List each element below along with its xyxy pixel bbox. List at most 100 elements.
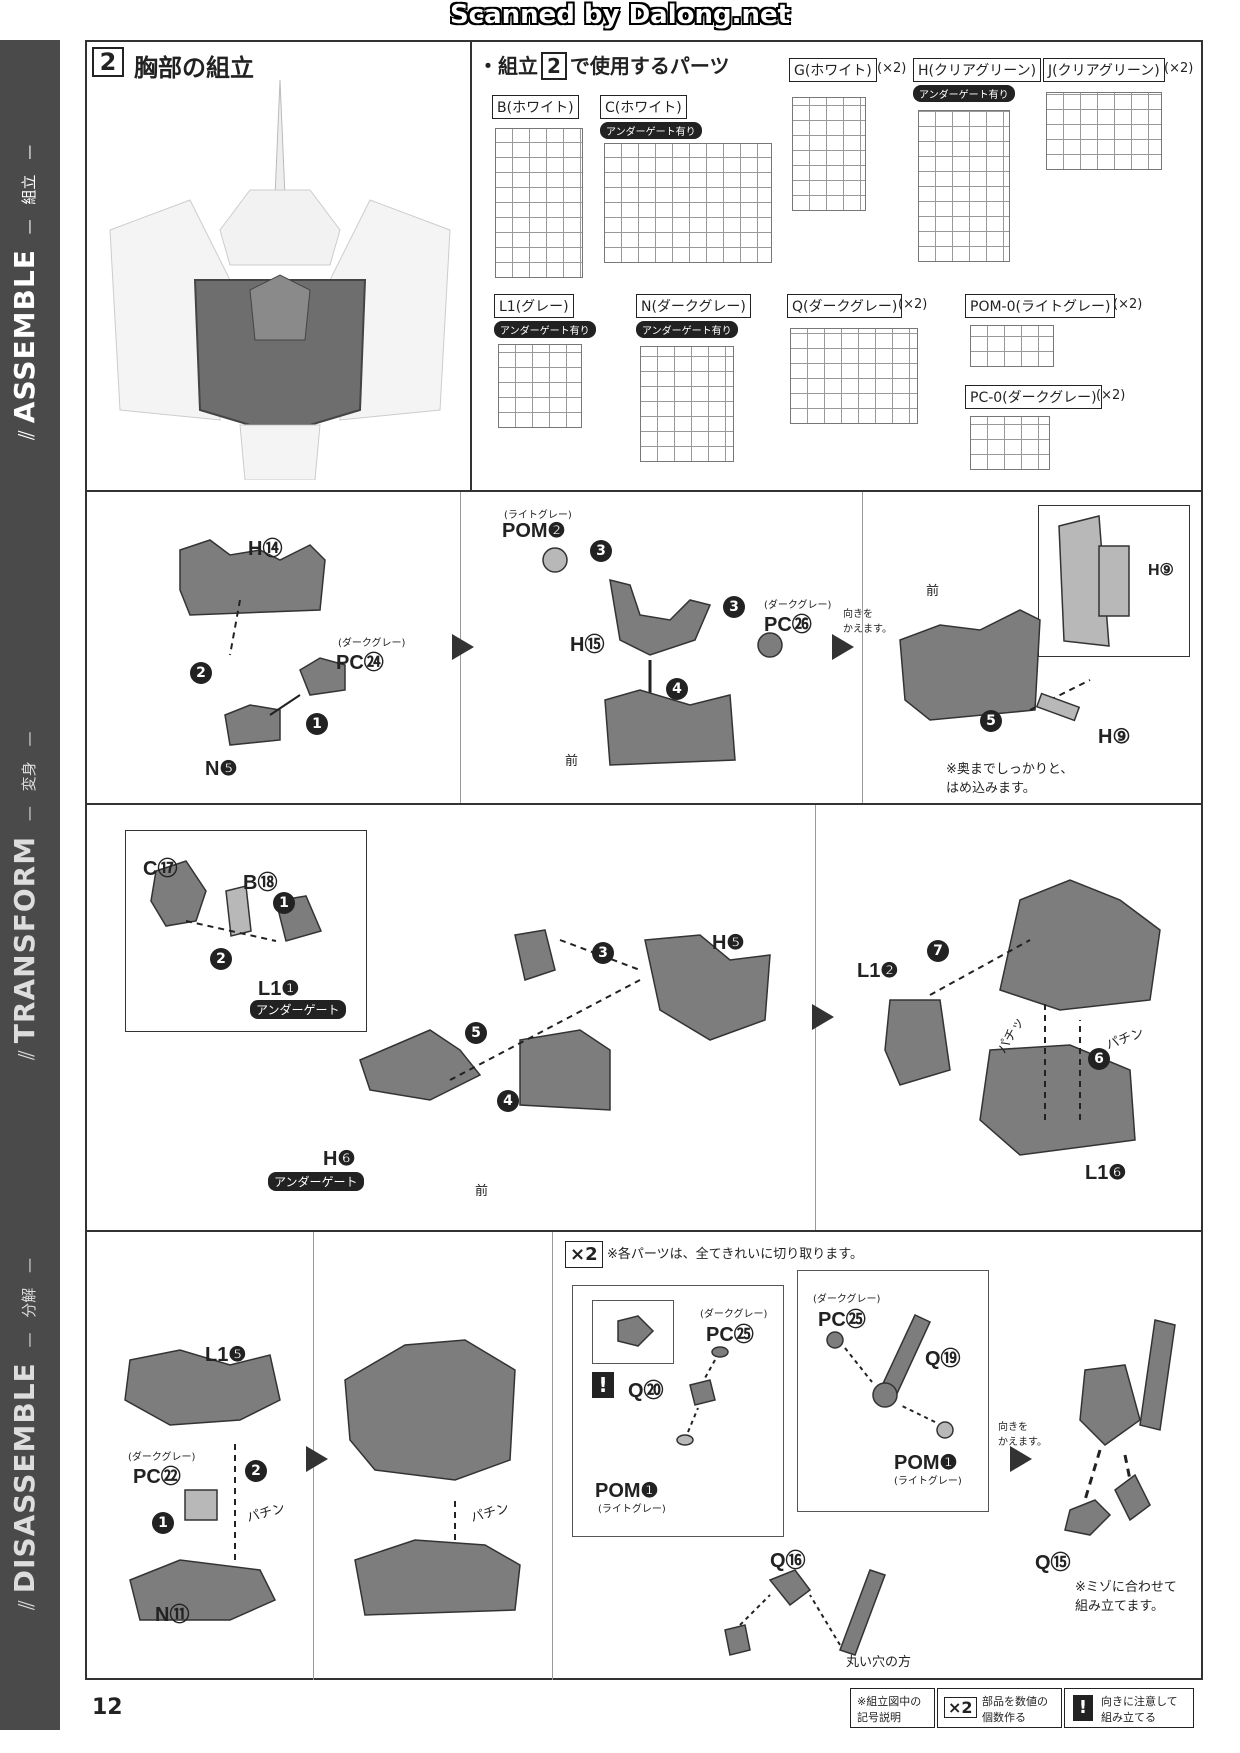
next-step-arrow-icon xyxy=(306,1446,328,1472)
legend-title-box: ※組立図中の 記号説明 xyxy=(850,1688,935,1728)
step-title: 胸部の組立 xyxy=(134,54,254,82)
part-label-l1-2: L1❷ xyxy=(857,960,899,982)
assembly-diagram-transform xyxy=(359,929,771,1111)
sidebar-jp-transform: 変身 xyxy=(20,761,38,792)
step-num-1: 1 xyxy=(273,892,295,914)
part-label-h6: H❻ xyxy=(323,1148,356,1170)
sidebar-section-assemble: ⫽ ASSEMBLE — 組立 — xyxy=(8,144,41,440)
cut-note: ※各パーツは、全てきれいに切り取ります。 xyxy=(607,1247,863,1262)
caution-icon: ! xyxy=(1073,1695,1093,1721)
next-step-arrow-icon xyxy=(452,634,474,660)
scan-credit: Scanned by Dalong.net xyxy=(449,0,791,30)
part-label-pom1: POM❶ xyxy=(894,1452,958,1474)
runner-mult-j: (×2) xyxy=(1164,61,1194,76)
assembly-diagram-transform-2 xyxy=(884,879,1161,1156)
runner-label-n: N(ダークグレー) xyxy=(636,294,751,318)
part-label-pom1: POM❶ xyxy=(595,1480,659,1502)
sidebar: ⫽ ASSEMBLE — 組立 — ⫽ TRANSFORM — 変身 — ⫽ D… xyxy=(0,40,60,1730)
legend-caution-text: 向きに注意して 組み立てる xyxy=(1101,1695,1178,1724)
part-label-h14: H⑭ xyxy=(248,538,283,560)
sidebar-jp-disassemble: 分解 xyxy=(20,1287,38,1318)
detail-inset xyxy=(797,1270,989,1512)
sidebar-label-assemble: ASSEMBLE xyxy=(8,249,41,424)
assembly-diagram-step2 xyxy=(542,547,783,766)
parts-heading-suffix: で使用するパーツ xyxy=(569,54,730,78)
q16-assembly-illustration xyxy=(724,1569,886,1656)
row-divider xyxy=(85,490,1203,492)
sidebar-label-disassemble: DISASSEMBLE xyxy=(8,1362,41,1594)
part-sub-pom1: (ライトグレー) xyxy=(598,1504,666,1515)
step-num-3: 3 xyxy=(590,540,612,562)
row-divider xyxy=(85,803,1203,805)
runner-label-q: Q(ダークグレー) xyxy=(787,294,903,318)
legend-caution-box: ! 向きに注意して 組み立てる xyxy=(1064,1688,1194,1728)
runner-pom0 xyxy=(970,325,1054,367)
runner-tag-n: アンダーゲート有り xyxy=(636,321,738,338)
detail-inset-small xyxy=(592,1300,674,1364)
part-label-pom2: POM❷ xyxy=(502,520,566,542)
part-label-h15: H⑮ xyxy=(570,634,605,656)
part-label-c17: C⑰ xyxy=(143,858,178,880)
part-sub-pc25: (ダークグレー) xyxy=(700,1309,768,1320)
part-label-n11: N⑪ xyxy=(155,1604,190,1626)
front-label: 前 xyxy=(565,754,579,769)
step-num-3: 3 xyxy=(723,596,745,618)
part-sub-pc26: (ダークグレー) xyxy=(764,600,832,611)
runner-mult-q: (×2) xyxy=(898,297,928,312)
runner-b xyxy=(495,128,583,278)
runner-g xyxy=(792,97,866,211)
step-num-2: 2 xyxy=(210,948,232,970)
sidebar-stripes-icon: ⫽ xyxy=(15,423,40,440)
runner-label-b: B(ホワイト) xyxy=(492,95,579,119)
detail-inset xyxy=(572,1285,784,1537)
part-label-h9-inset: H⑨ xyxy=(1148,562,1174,579)
sidebar-label-transform: TRANSFORM xyxy=(8,835,41,1044)
runner-label-c: C(ホワイト) xyxy=(600,95,687,119)
runner-tag-c: アンダーゲート有り xyxy=(600,122,702,139)
part-label-q19: Q⑲ xyxy=(925,1348,961,1370)
part-label-l1-1: L1❶ xyxy=(258,978,300,1000)
runner-mult-g: (×2) xyxy=(877,61,907,76)
undergate-tag: アンダーゲート xyxy=(250,1000,346,1019)
detail-inset xyxy=(1038,505,1190,657)
part-label-n5: N❺ xyxy=(205,758,238,780)
step-num-4: 4 xyxy=(666,678,688,700)
step-num-4: 4 xyxy=(497,1090,519,1112)
step-num-3: 3 xyxy=(592,942,614,964)
front-label: 前 xyxy=(475,1184,489,1199)
runner-label-g: G(ホワイト) xyxy=(789,58,877,82)
part-label-q15: Q⑮ xyxy=(1035,1552,1071,1574)
runner-label-l1: L1(グレー) xyxy=(494,294,574,318)
sidebar-section-transform: ⫽ TRANSFORM — 変身 — xyxy=(8,731,41,1060)
part-label-l1-5: L1❺ xyxy=(205,1344,247,1366)
q19-assembly-illustration xyxy=(826,1314,954,1439)
part-sub-pc22: (ダークグレー) xyxy=(128,1452,196,1463)
runner-tag-h: アンダーゲート有り xyxy=(913,85,1015,102)
turn-note: 向きを かえます。 xyxy=(843,609,892,635)
sidebar-jp-assemble: 組立 xyxy=(20,174,38,205)
runner-q xyxy=(790,328,918,424)
runner-label-pc0: PC-0(ダークグレー) xyxy=(965,385,1102,409)
legend-x2-box: ×2 部品を数値の 個数作る xyxy=(937,1688,1062,1728)
part-label-l1-6: L1❻ xyxy=(1085,1162,1127,1184)
undergate-tag: アンダーゲート xyxy=(268,1172,364,1191)
part-label-b18: B⑱ xyxy=(243,872,278,894)
assembly-diagram-step1 xyxy=(179,539,346,746)
q20-assembly-illustration xyxy=(676,1346,729,1446)
panel-divider xyxy=(862,492,863,803)
runner-mult-pc0: (×2) xyxy=(1096,388,1126,403)
x2-badge: ×2 xyxy=(565,1241,603,1268)
caution-icon: ! xyxy=(592,1372,614,1398)
sidebar-stripes-icon: ⫽ xyxy=(15,1593,40,1610)
step-number: 2 xyxy=(92,47,124,77)
part-label-h9: H⑨ xyxy=(1098,726,1131,748)
q-part-icon xyxy=(617,1315,655,1347)
next-step-arrow-icon xyxy=(832,634,854,660)
step-num-2: 2 xyxy=(245,1460,267,1482)
robot-chest-illustration xyxy=(109,80,451,480)
parts-heading-step: 2 xyxy=(541,52,567,80)
disassemble-diagram-2 xyxy=(344,1339,521,1616)
runner-mult-pom0: (×2) xyxy=(1113,297,1143,312)
sidebar-stripes-icon: ⫽ xyxy=(15,1043,40,1060)
